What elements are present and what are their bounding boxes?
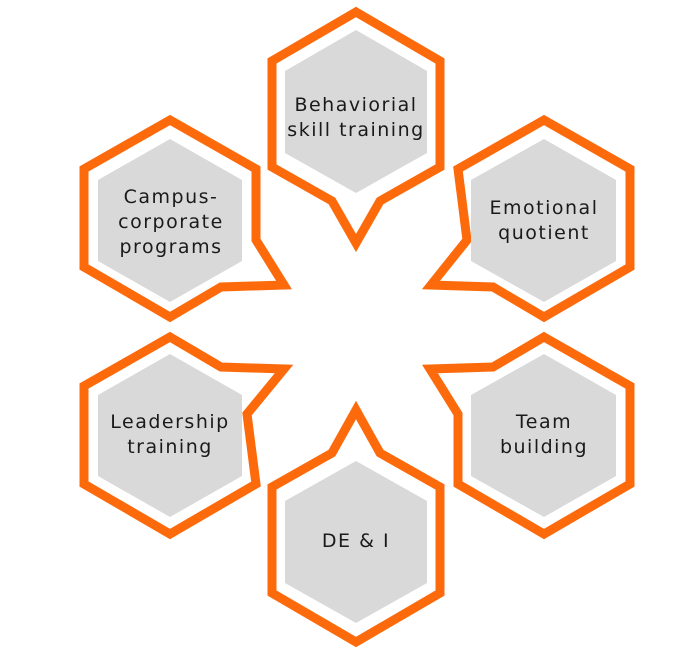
node-behaviorial-label: Behaviorial skill training [287, 94, 425, 141]
node-emotional-hexagon [471, 139, 616, 302]
node-team [422, 331, 635, 540]
node-campus-frame [79, 114, 292, 323]
node-emotional-label: Emotional quotient [489, 197, 599, 244]
node-emotional-frame [421, 114, 635, 323]
node-campus-hexagon [98, 139, 242, 302]
node-dei-frame [267, 400, 445, 648]
node-dei-hexagon [285, 461, 427, 623]
node-leadership-hexagon [98, 354, 242, 517]
node-campus [79, 114, 292, 323]
node-behaviorial-hexagon [285, 30, 427, 193]
node-behaviorial [267, 6, 445, 253]
node-leadership-frame [79, 331, 294, 540]
node-team-frame [422, 331, 635, 540]
node-team-label: Team building [499, 411, 589, 458]
node-emotional [421, 114, 635, 323]
node-team-hexagon [471, 354, 616, 517]
node-dei-label: DE & I [321, 529, 391, 552]
node-leadership-label: Leadership training [110, 411, 230, 458]
node-dei [267, 400, 445, 648]
node-behaviorial-frame [267, 6, 445, 253]
node-campus-label: Campus- corporate programs [118, 185, 224, 258]
node-leadership [79, 331, 294, 540]
